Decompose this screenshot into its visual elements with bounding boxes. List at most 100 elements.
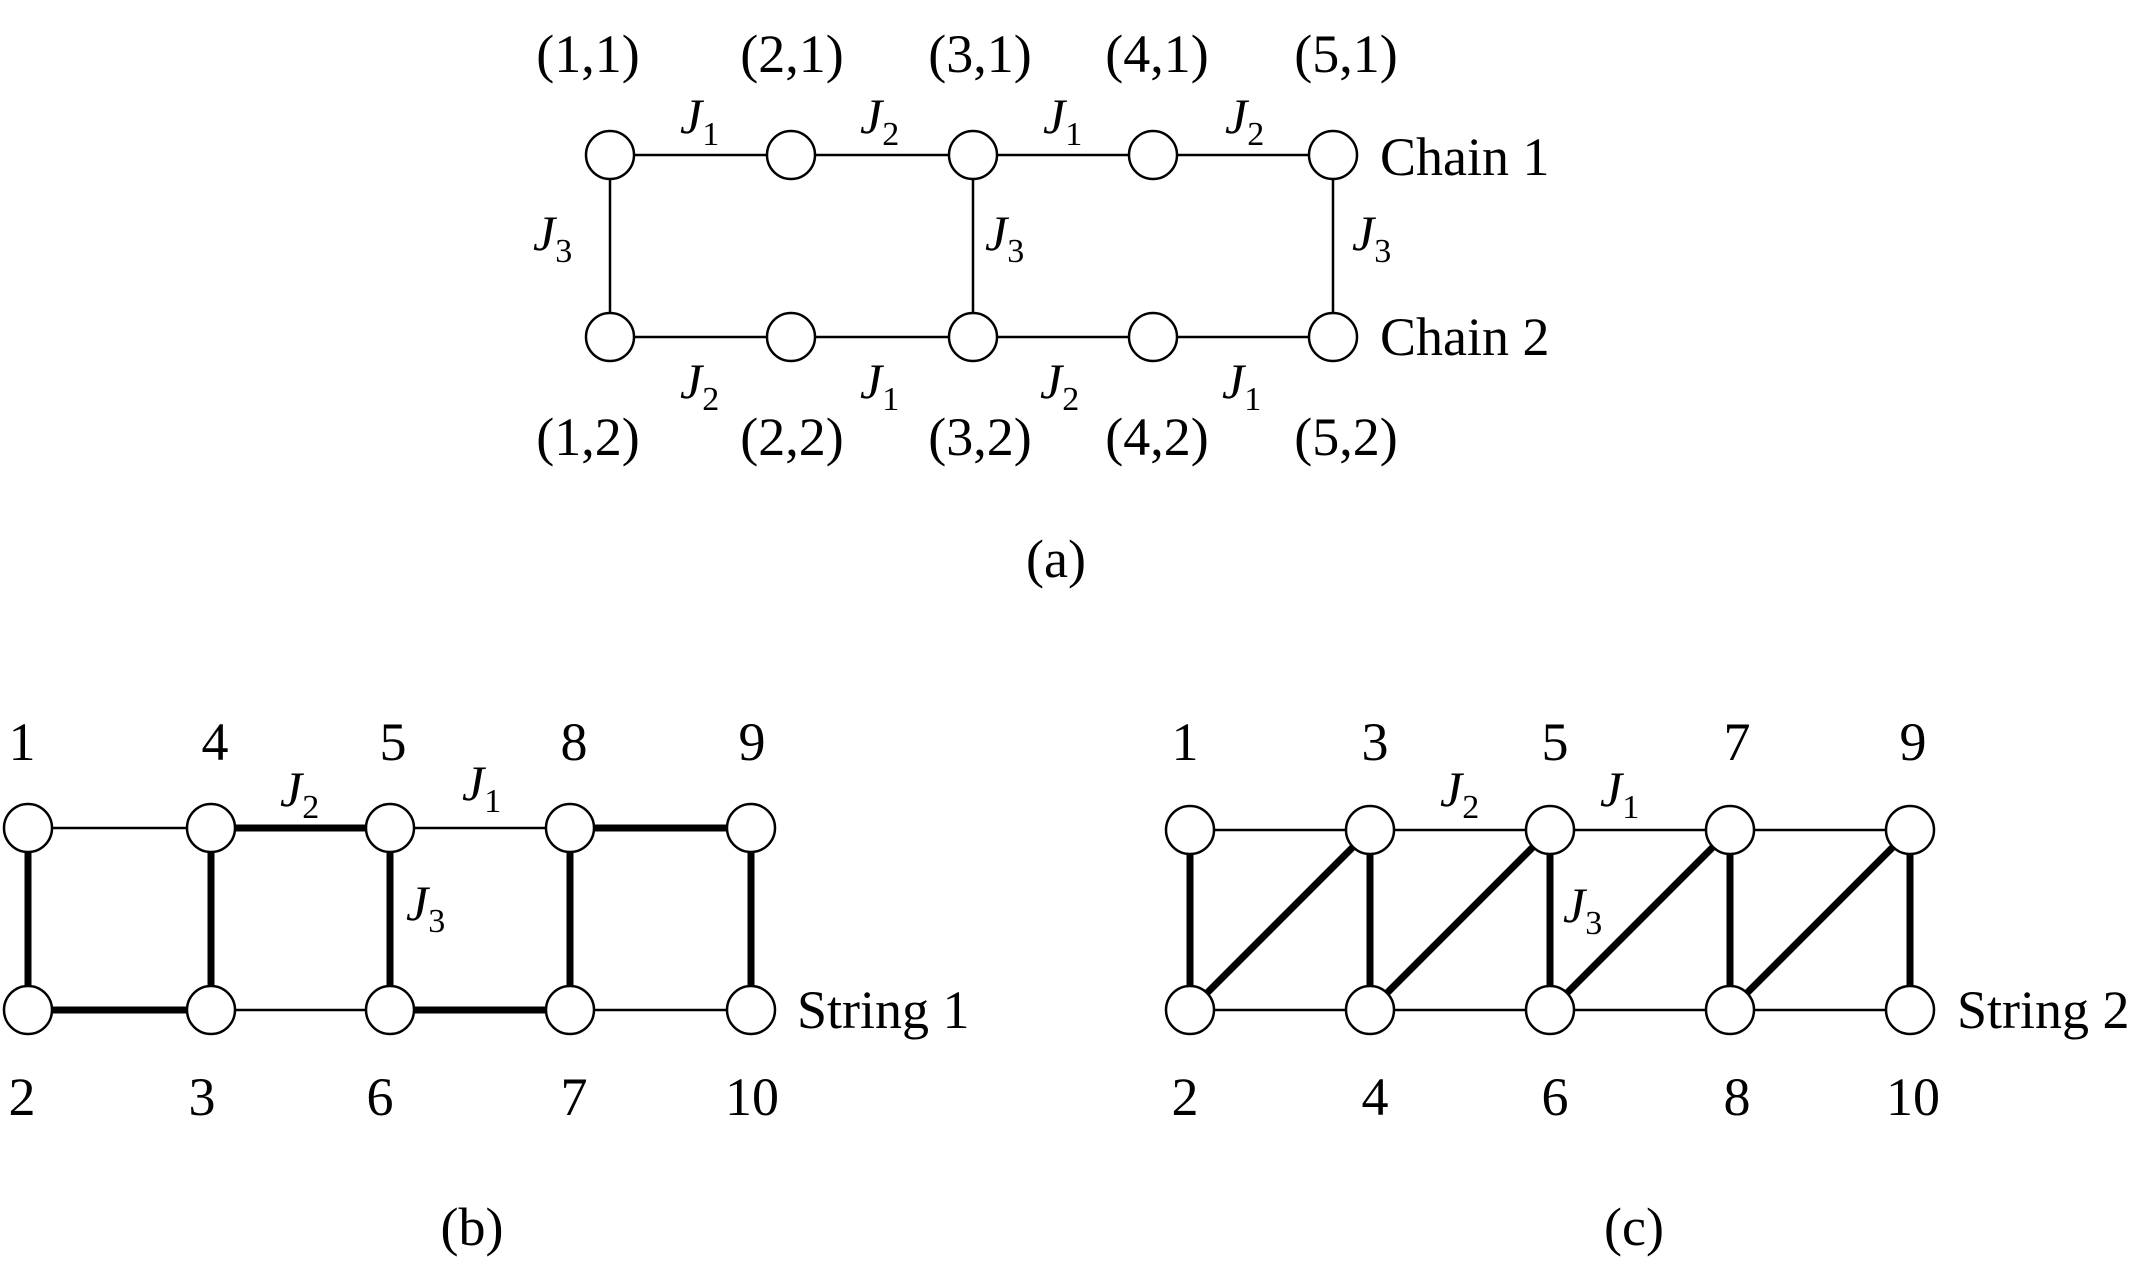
edge-c-2-3 xyxy=(1187,827,1373,1013)
site-label-b-bottom-1: 2 xyxy=(9,1067,36,1127)
site-label-a-top-5: (5,1) xyxy=(1294,24,1397,84)
panel-b-edges xyxy=(24,824,755,1014)
site-label-c-bottom-4: 8 xyxy=(1724,1067,1751,1127)
node-b-7 xyxy=(544,984,596,1036)
site-label-b-top-3: 5 xyxy=(380,712,407,772)
coupling-b-j1: J1 xyxy=(462,755,501,820)
site-label-a-top-2: (2,1) xyxy=(740,24,843,84)
site-label-a-bottom-1: (1,2) xyxy=(536,407,639,467)
node-a-1-2 xyxy=(584,311,636,363)
node-b-10 xyxy=(725,984,777,1036)
node-a-3-2 xyxy=(947,311,999,363)
site-label-b-bottom-2: 3 xyxy=(189,1067,216,1127)
site-label-b-top-2: 4 xyxy=(202,712,229,772)
coupling-a-rung-1: J3 xyxy=(533,205,572,270)
coupling-a-rung-3: J3 xyxy=(985,205,1024,270)
node-b-2 xyxy=(2,984,54,1036)
site-label-c-top-5: 9 xyxy=(1900,712,1927,772)
site-label-c-top-3: 5 xyxy=(1542,712,1569,772)
site-label-c-top-2: 3 xyxy=(1362,712,1389,772)
node-a-4-1 xyxy=(1127,129,1179,181)
coupling-a-top-1: J1 xyxy=(680,88,719,153)
coupling-c-j3: J3 xyxy=(1563,877,1602,942)
node-b-5 xyxy=(364,802,416,854)
node-a-4-2 xyxy=(1127,311,1179,363)
panel-a-nodes xyxy=(584,129,1359,363)
node-c-7 xyxy=(1704,804,1756,856)
coupling-a-bottom-4: J1 xyxy=(1222,353,1261,418)
coupling-a-bottom-1: J2 xyxy=(680,353,719,418)
panel-b: 1 4 5 8 9 2 3 6 7 10 String 1 J2 J1 J3 (… xyxy=(2,712,970,1257)
chain-2-label: Chain 2 xyxy=(1380,307,1550,367)
caption-b: (b) xyxy=(441,1197,504,1257)
node-a-5-1 xyxy=(1307,129,1359,181)
site-label-a-bottom-4: (4,2) xyxy=(1105,407,1208,467)
node-b-3 xyxy=(185,984,237,1036)
panel-c-nodes xyxy=(1164,804,1936,1036)
coupling-a-top-4: J2 xyxy=(1225,88,1264,153)
site-label-b-top-1: 1 xyxy=(9,712,36,772)
node-c-5 xyxy=(1524,804,1576,856)
site-label-b-bottom-5: 10 xyxy=(725,1067,779,1127)
site-label-a-bottom-3: (3,2) xyxy=(928,407,1031,467)
node-b-9 xyxy=(725,802,777,854)
node-a-5-2 xyxy=(1307,311,1359,363)
site-label-a-bottom-5: (5,2) xyxy=(1294,407,1397,467)
site-label-c-bottom-3: 6 xyxy=(1542,1067,1569,1127)
node-a-1-1 xyxy=(584,129,636,181)
node-c-3 xyxy=(1344,804,1396,856)
panel-a-site-labels: (1,1) (2,1) (3,1) (4,1) (5,1) (1,2) (2,2… xyxy=(536,24,1397,467)
node-c-1 xyxy=(1164,804,1216,856)
caption-a: (a) xyxy=(1026,529,1086,589)
caption-c: (c) xyxy=(1604,1197,1664,1257)
chain-1-label: Chain 1 xyxy=(1380,127,1550,187)
site-label-a-top-1: (1,1) xyxy=(536,24,639,84)
site-label-a-bottom-2: (2,2) xyxy=(740,407,843,467)
coupling-a-top-3: J1 xyxy=(1043,88,1082,153)
coupling-c-j1: J1 xyxy=(1600,761,1639,826)
site-label-b-top-5: 9 xyxy=(739,712,766,772)
node-c-2 xyxy=(1164,984,1216,1036)
node-b-6 xyxy=(364,984,416,1036)
node-c-9 xyxy=(1884,804,1936,856)
coupling-c-j2: J2 xyxy=(1440,761,1479,826)
panel-b-nodes xyxy=(2,802,777,1036)
site-label-b-bottom-4: 7 xyxy=(561,1067,588,1127)
panel-a: (1,1) (2,1) (3,1) (4,1) (5,1) (1,2) (2,2… xyxy=(533,24,1550,589)
site-label-c-top-1: 1 xyxy=(1172,712,1199,772)
coupling-a-top-2: J2 xyxy=(860,88,899,153)
edge-c-6-7 xyxy=(1547,827,1733,1013)
node-c-10 xyxy=(1884,984,1936,1036)
node-b-8 xyxy=(544,802,596,854)
coupling-b-j2: J2 xyxy=(280,761,319,826)
node-a-2-2 xyxy=(765,311,817,363)
panel-c: 1 3 5 7 9 2 4 6 8 10 String 2 J2 J1 J3 (… xyxy=(1164,712,2130,1257)
panel-c-edges xyxy=(1186,827,1914,1013)
coupling-b-j3: J3 xyxy=(406,875,445,940)
site-label-c-bottom-5: 10 xyxy=(1886,1067,1940,1127)
node-b-4 xyxy=(185,802,237,854)
site-label-a-top-3: (3,1) xyxy=(928,24,1031,84)
site-label-a-top-4: (4,1) xyxy=(1105,24,1208,84)
string-1-label: String 1 xyxy=(797,980,970,1040)
coupling-a-bottom-3: J2 xyxy=(1040,353,1079,418)
node-a-2-1 xyxy=(765,129,817,181)
panel-a-edges xyxy=(608,153,1335,339)
site-label-c-bottom-1: 2 xyxy=(1172,1067,1199,1127)
node-c-4 xyxy=(1344,984,1396,1036)
coupling-a-bottom-2: J1 xyxy=(860,353,899,418)
string-2-label: String 2 xyxy=(1957,980,2130,1040)
coupling-a-rung-5: J3 xyxy=(1352,205,1391,270)
edge-c-4-5 xyxy=(1367,827,1553,1013)
node-b-1 xyxy=(2,802,54,854)
node-c-6 xyxy=(1524,984,1576,1036)
site-label-b-bottom-3: 6 xyxy=(367,1067,394,1127)
panel-b-site-labels: 1 4 5 8 9 2 3 6 7 10 xyxy=(9,712,780,1127)
site-label-b-top-4: 8 xyxy=(561,712,588,772)
panel-c-site-labels: 1 3 5 7 9 2 4 6 8 10 xyxy=(1172,712,1941,1127)
edge-c-8-9 xyxy=(1727,827,1913,1013)
node-c-8 xyxy=(1704,984,1756,1036)
site-label-c-top-4: 7 xyxy=(1724,712,1751,772)
